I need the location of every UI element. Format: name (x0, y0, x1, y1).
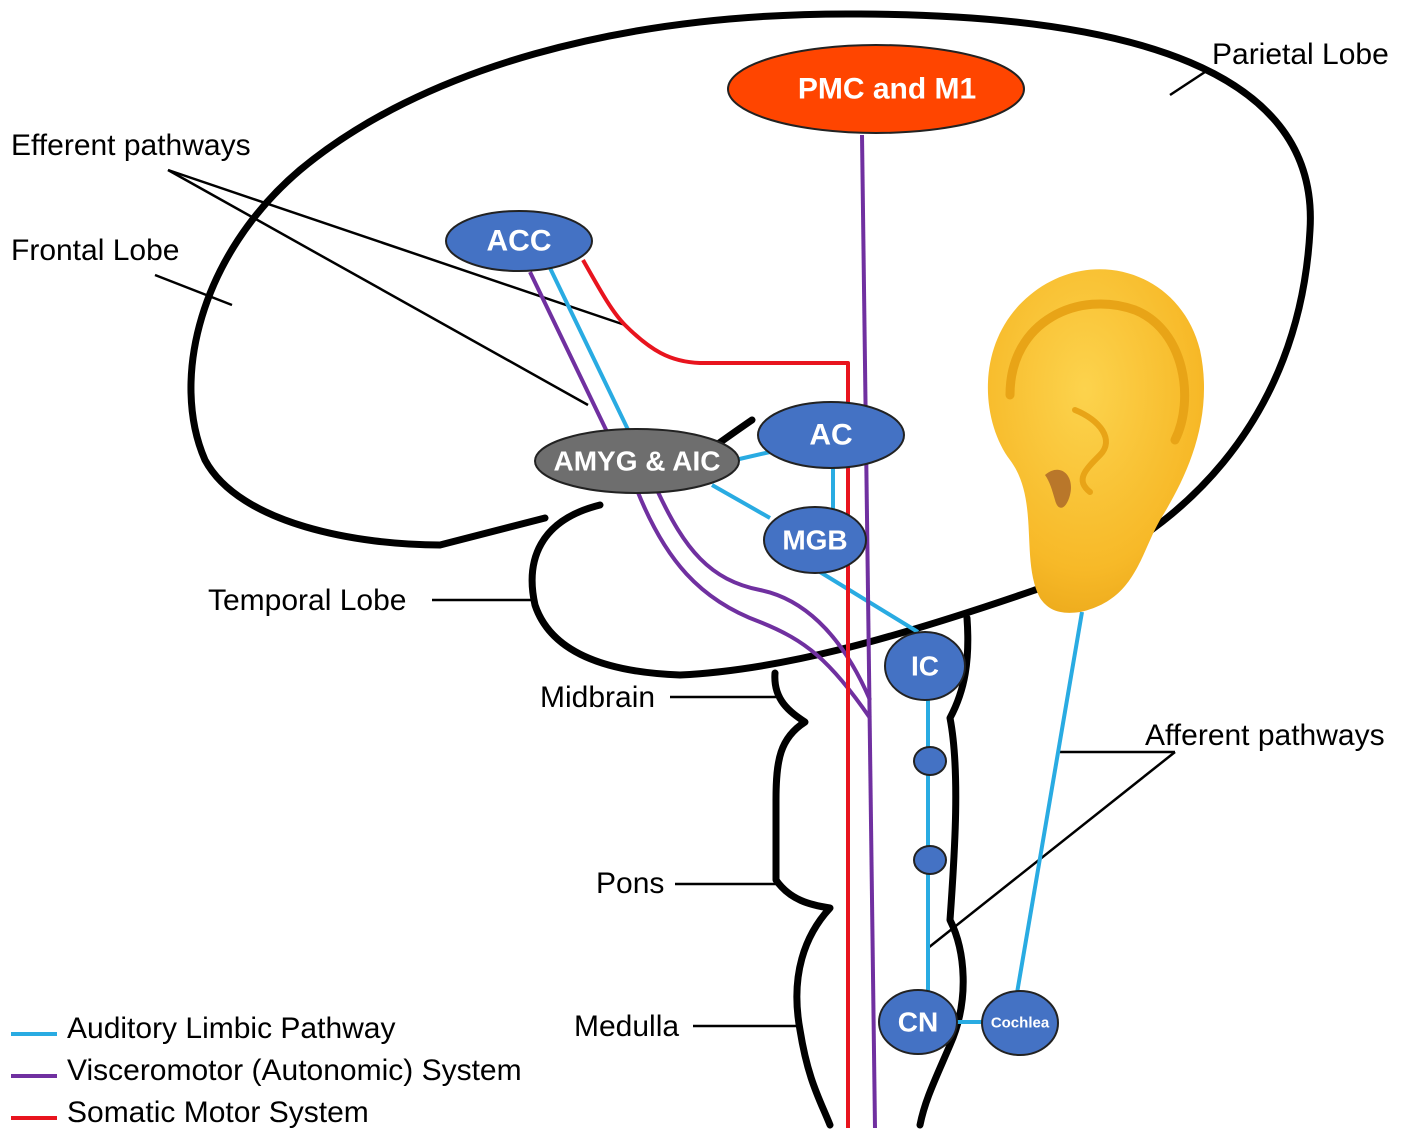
node-mgb-label: MGB (782, 525, 847, 556)
node-cn: CN (878, 989, 958, 1055)
label-parietal-lobe: Parietal Lobe (1212, 38, 1389, 71)
legend-label-auditory: Auditory Limbic Pathway (67, 1012, 395, 1045)
visceromotor-path-pmc (860, 134, 877, 1129)
visceromotor-path-acc-amyg (528, 271, 612, 439)
frontal-leader (154, 273, 233, 307)
auditory-path-ear-cochlea (1015, 611, 1084, 994)
label-pons: Pons (596, 867, 664, 900)
legend-label-visceromotor: Visceromotor (Autonomic) System (67, 1054, 522, 1087)
temporal-lobe-outline (528, 501, 1039, 679)
visceromotor-path-amyg-1 (635, 489, 872, 720)
legend-item-auditory: Auditory Limbic Pathway (11, 1012, 395, 1045)
node-pmc-label: PMC and M1 (798, 73, 976, 106)
somatic-path (581, 259, 850, 1128)
relay-dot-1 (913, 746, 947, 776)
node-mgb: MGB (763, 506, 867, 574)
legend-item-somatic: Somatic Motor System (11, 1096, 369, 1129)
efferent-leader-2 (167, 168, 589, 407)
node-acc: ACC (445, 210, 593, 272)
label-efferent-pathways: Efferent pathways (11, 129, 251, 162)
legend-item-visceromotor: Visceromotor (Autonomic) System (11, 1054, 522, 1087)
node-acc-label: ACC (487, 225, 552, 258)
efferent-leader-1 (167, 168, 626, 327)
label-temporal-lobe: Temporal Lobe (208, 584, 406, 617)
brainstem-right-outline (916, 614, 972, 1129)
auditory-path-acc-amyg (548, 267, 635, 441)
legend-label-somatic: Somatic Motor System (67, 1096, 369, 1129)
auditory-path-amyg-ac (734, 450, 771, 462)
ear-icon (987, 269, 1205, 613)
legend: Auditory Limbic Pathway Visceromotor (Au… (11, 1012, 522, 1129)
node-ac-label: AC (809, 419, 852, 452)
cerebrum-outline (187, 10, 1314, 594)
relay-dot-2 (913, 845, 947, 875)
label-afferent-pathways: Afferent pathways (1145, 719, 1385, 752)
node-ic: IC (884, 631, 966, 701)
node-ic-label: IC (911, 651, 939, 682)
label-frontal-lobe: Frontal Lobe (11, 234, 179, 267)
node-cn-label: CN (898, 1007, 938, 1038)
node-cochlea-label: Cochlea (991, 1015, 1050, 1032)
visceromotor-path-amyg-2 (655, 489, 872, 701)
brainstem-left-outline (771, 669, 834, 1129)
afferent-leader-2 (927, 751, 1176, 949)
node-ac: AC (757, 401, 905, 469)
parietal-leader (1169, 68, 1209, 97)
node-amyg-label: AMYG & AIC (554, 446, 721, 477)
label-medulla: Medulla (574, 1010, 679, 1043)
label-midbrain: Midbrain (540, 681, 655, 714)
node-cochlea: Cochlea (981, 990, 1059, 1056)
node-amyg: AMYG & AIC (534, 428, 740, 494)
auditory-path-amyg-mgb (711, 483, 771, 520)
node-pmc: PMC and M1 (727, 44, 1025, 134)
